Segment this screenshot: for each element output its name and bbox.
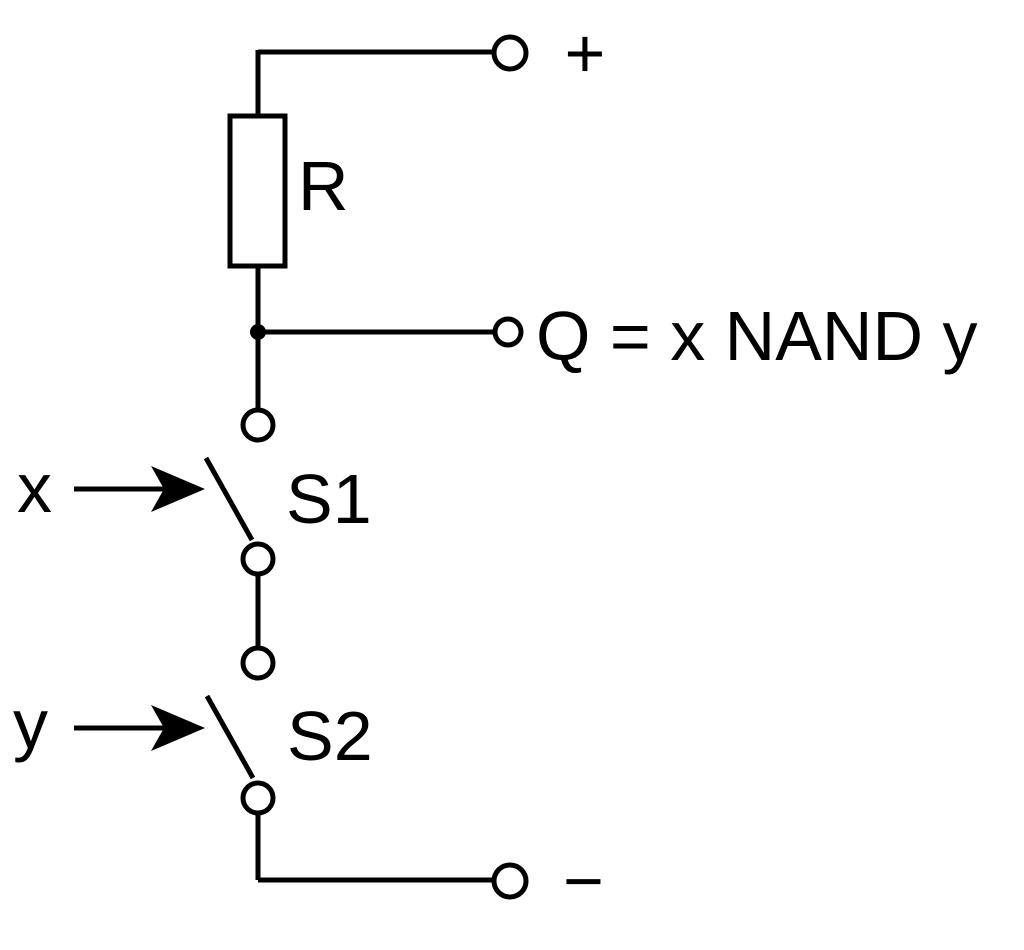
label-input-x: x (17, 449, 52, 527)
terminal-positive (491, 34, 529, 72)
input-x-arrowhead-icon (151, 466, 205, 512)
s1-blade (203, 456, 255, 542)
terminal-negative (491, 862, 529, 900)
label-positive: + (565, 14, 606, 92)
label-switch-s2: S2 (287, 697, 373, 775)
s2-contact-bottom (240, 780, 276, 816)
label-negative: − (563, 842, 604, 920)
terminal-output (492, 316, 524, 348)
s2-blade (204, 694, 256, 780)
s1-contact-top (240, 407, 276, 443)
schematic-labels: + R Q = x NAND y x S1 y S2 − (13, 14, 977, 920)
s1-contact-bottom (240, 541, 276, 577)
label-input-y: y (13, 685, 48, 763)
label-output-equation: Q = x NAND y (536, 297, 977, 375)
s2-contact-top (240, 645, 276, 681)
resistor-body (227, 113, 288, 269)
input-y-arrowhead-icon (151, 705, 205, 751)
schematic-strokes (74, 34, 529, 900)
label-resistor: R (298, 147, 349, 225)
label-switch-s1: S1 (286, 460, 372, 538)
